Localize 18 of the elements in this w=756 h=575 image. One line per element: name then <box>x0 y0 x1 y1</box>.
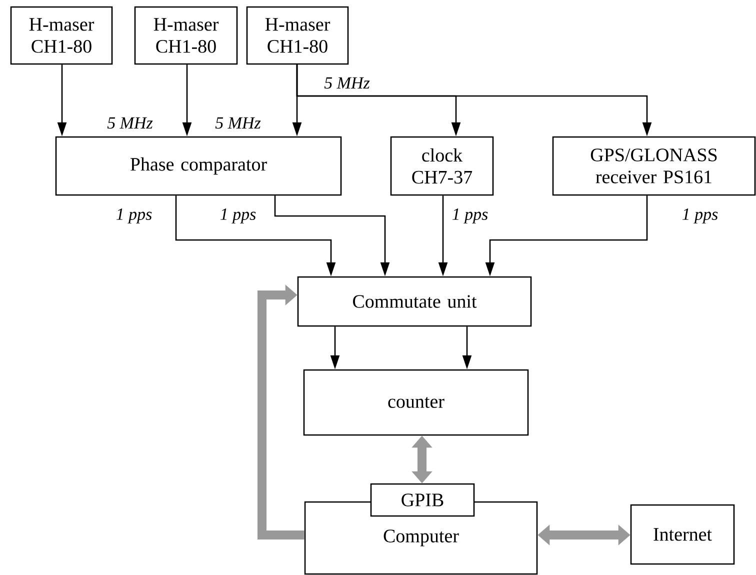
edge-label: 5 MHz <box>214 116 262 130</box>
edge-label: 1 pps <box>450 208 490 224</box>
edge-label: 1 pps <box>218 208 258 224</box>
device-box: H-maser CH1-80 <box>246 6 349 65</box>
device-box: GPS/GLONASS receiver PS161 <box>552 136 756 196</box>
interface-box: GPIB <box>370 483 475 517</box>
edge-label: 5 MHz <box>323 76 371 90</box>
edge-label: 5 MHz <box>106 116 154 130</box>
device-box: Commutate unit <box>297 276 532 327</box>
arrow <box>258 284 304 540</box>
device-box: counter <box>303 369 529 436</box>
device-box: H-maser CH1-80 <box>10 6 113 65</box>
device-box: clock CH7-37 <box>390 136 494 196</box>
device-box: H-maser CH1-80 <box>134 6 238 65</box>
edge-label: 1 pps <box>114 208 154 224</box>
device-box: Phase comparator <box>55 136 342 196</box>
edge-label: 1 pps <box>680 208 720 224</box>
device-box: Internet <box>630 504 735 565</box>
